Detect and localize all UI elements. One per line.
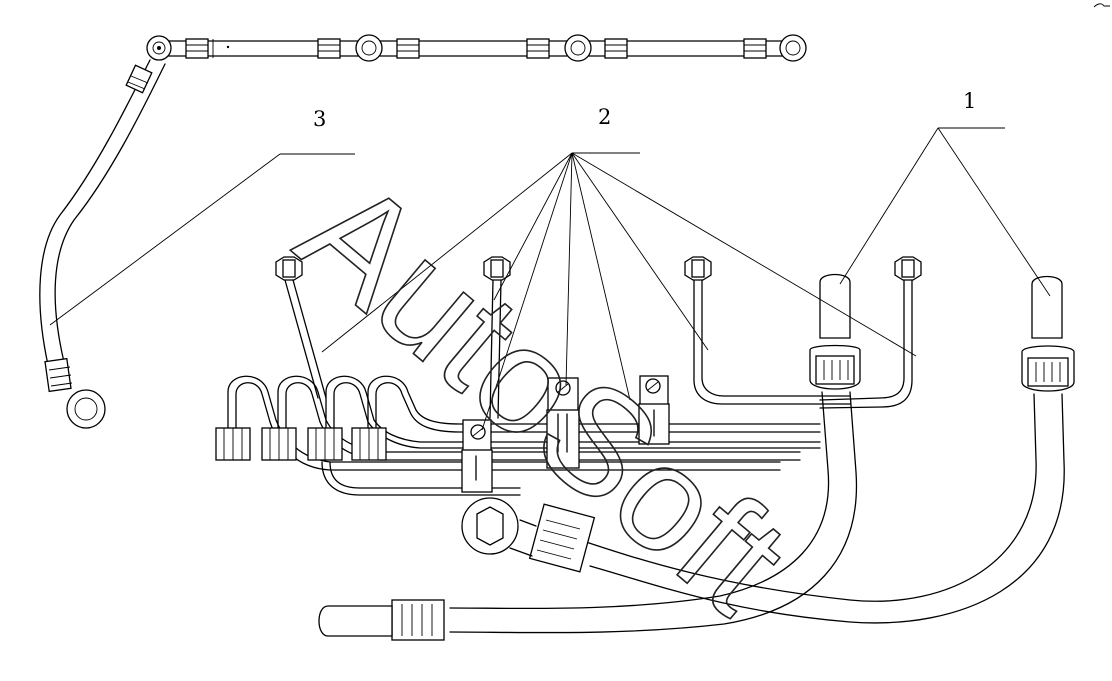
pump-nut-3 (307, 427, 343, 461)
hose-a-lower-fitting (318, 599, 445, 641)
top-crimp-sleeves (185, 38, 767, 59)
injector-nut-3 (684, 256, 712, 281)
pump-side-pipes (215, 375, 821, 496)
injector-nut-2 (483, 256, 511, 281)
top-hose-assembly (146, 34, 807, 62)
top-eyelet-right (779, 34, 807, 62)
hose-b-banjo-eyelet (461, 497, 537, 557)
pump-nut-2 (261, 427, 297, 461)
leader-lines (49, 127, 1051, 431)
hose-b-ferrule-lower (528, 503, 596, 573)
top-eyelet-1 (355, 34, 383, 62)
injector-nuts (275, 256, 922, 281)
top-eyelet-left (146, 35, 172, 61)
pump-nut-1 (215, 427, 251, 461)
left-curved-hose (39, 59, 166, 429)
hose-a-ferrule (815, 355, 855, 385)
injection-pipes (284, 279, 913, 419)
callout-3: 3 (313, 107, 326, 131)
return-hose-assembly (318, 273, 1075, 641)
clamp-1 (461, 419, 493, 493)
watermark: AutoSoft (269, 146, 818, 645)
hose-b-ferrule (1027, 357, 1069, 387)
callout-2: 2 (598, 105, 611, 129)
clamp-2 (546, 377, 580, 469)
corner-mark (1093, 3, 1110, 8)
clamp-3 (638, 375, 670, 445)
injector-nut-4 (894, 256, 922, 281)
callout-1: 1 (963, 89, 976, 113)
top-eyelet-2 (564, 34, 592, 62)
pump-nut-4 (351, 427, 387, 461)
injector-nut-1 (275, 256, 303, 281)
pipe-clamps (461, 375, 670, 493)
